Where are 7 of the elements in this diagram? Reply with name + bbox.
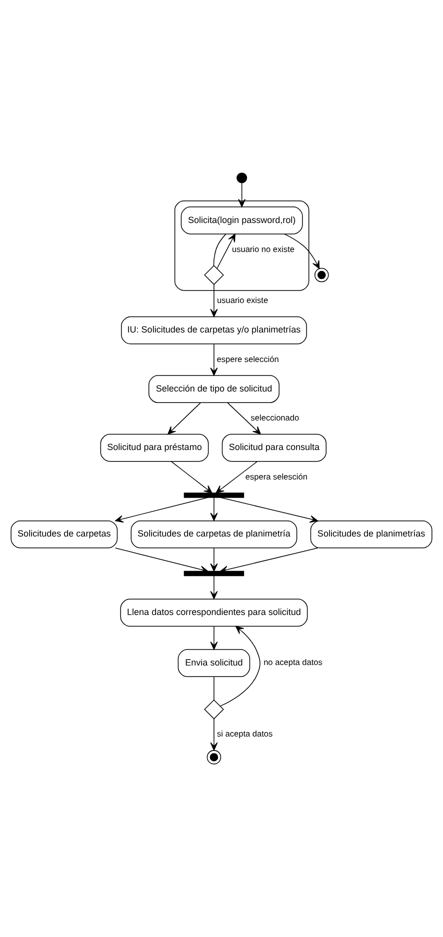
edge-label: usuario existe (217, 296, 268, 306)
edge-label: si acepta datos (217, 730, 273, 739)
edge-label: no acepta datos (264, 658, 322, 668)
edge-label: seleccionado (250, 414, 300, 423)
edge-label: espera selesción (245, 472, 308, 482)
edge-label: usuario no existe (232, 244, 295, 254)
edge-label: espere selección (216, 354, 279, 364)
